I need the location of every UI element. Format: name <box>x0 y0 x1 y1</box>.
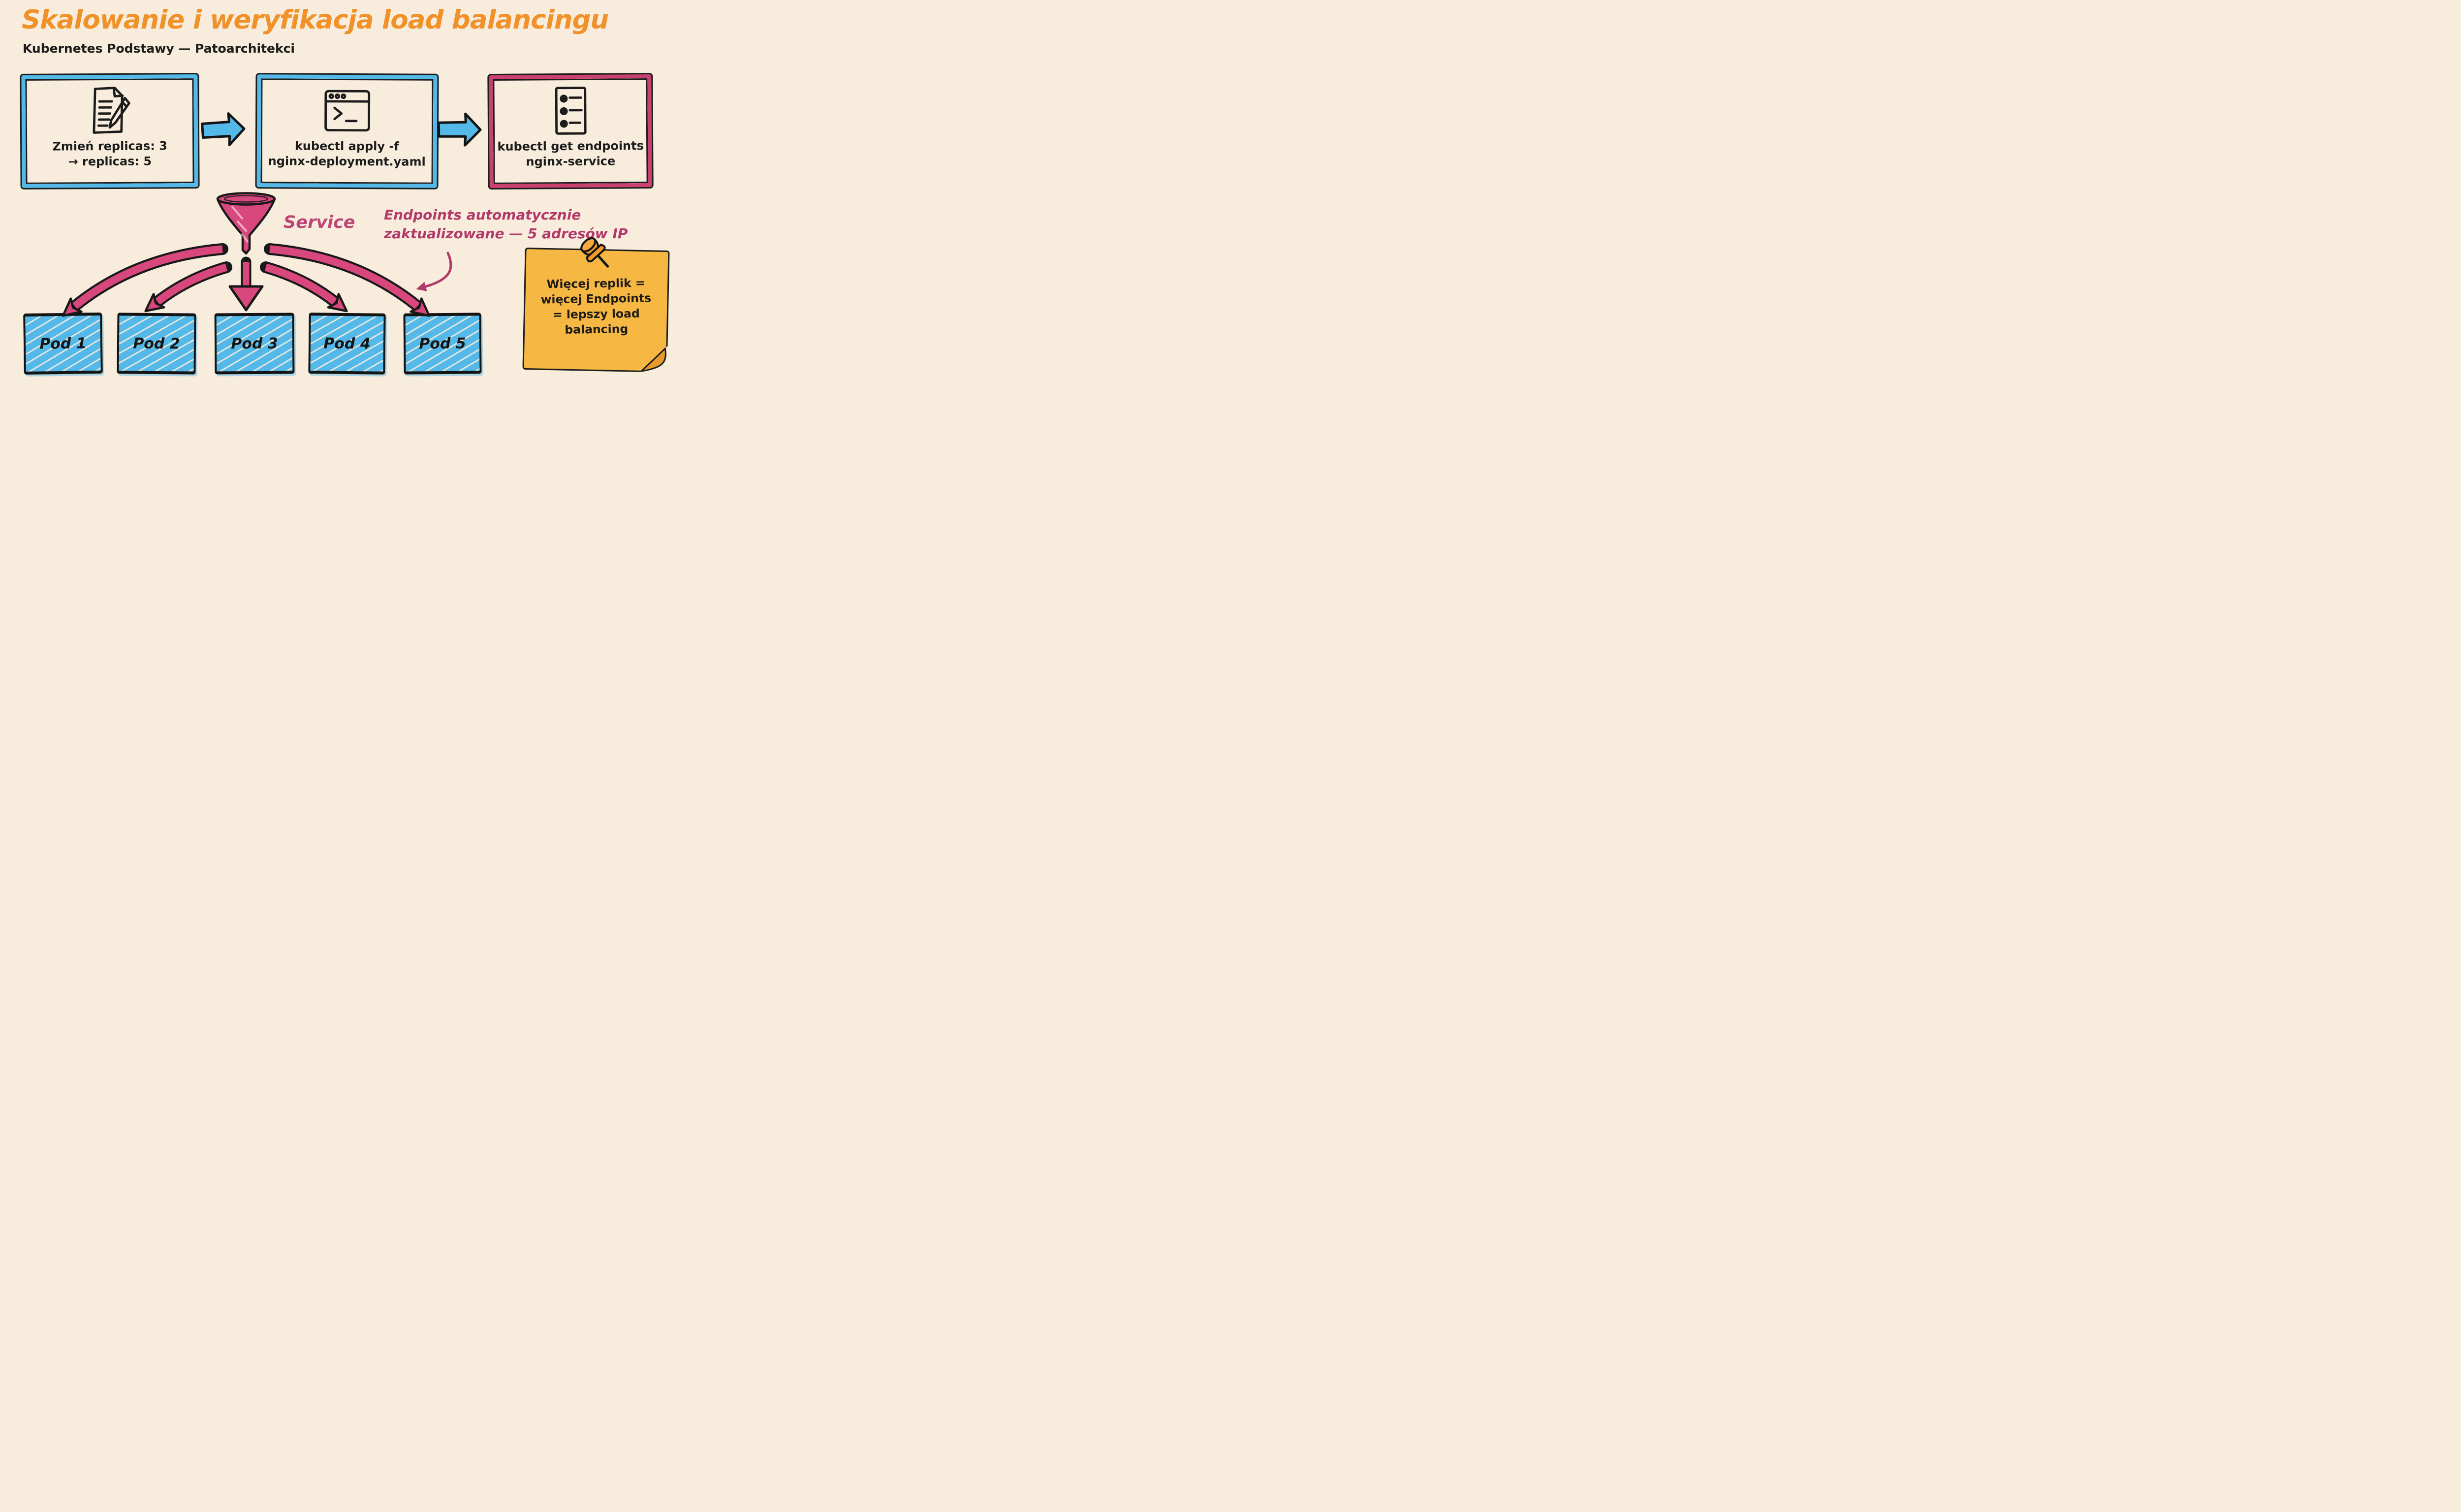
page-title: Skalowanie i weryfikacja load balancingu <box>22 5 609 35</box>
step-text: Zmień replicas: 3 → replicas: 5 <box>52 138 167 169</box>
step-line-1: kubectl apply -f <box>294 139 399 154</box>
document-pencil-icon <box>93 87 130 134</box>
annotation-line-1: Endpoints automatycznie <box>384 207 581 223</box>
step-line-2: nginx-deployment.yaml <box>268 154 426 169</box>
pod-label: Pod 4 <box>323 335 371 352</box>
pod-label: Pod 2 <box>133 335 180 352</box>
pod-label: Pod 3 <box>231 335 278 352</box>
arrow-to-pod-5 <box>269 245 431 317</box>
arrow-to-pod-1 <box>62 245 223 317</box>
step-line-1: Zmień replicas: 3 <box>52 139 167 154</box>
note-fold <box>640 346 668 374</box>
flow-arrow-icon <box>201 112 246 147</box>
pod-4-box: Pod 4 <box>308 313 386 375</box>
service-label: Service <box>284 213 355 232</box>
step-line-2: nginx-service <box>526 154 616 169</box>
endpoints-annotation: Endpoints automatycznie zaktualizowane —… <box>384 206 628 243</box>
step-line-1: kubectl get endpoints <box>497 139 644 154</box>
note-line-2: więcej Endpoints <box>540 291 652 307</box>
step-line-2: → replicas: 5 <box>68 154 152 169</box>
pod-5-box: Pod 5 <box>403 313 482 375</box>
sticky-note: Więcej replik = więcej Endpoints = lepsz… <box>522 247 670 374</box>
page-subtitle: Kubernetes Podstawy — Patoarchitekci <box>23 41 295 56</box>
step-text: kubectl get endpoints nginx-service <box>497 138 644 170</box>
pushpin-icon <box>580 237 609 268</box>
note-line-3: = lepszy load <box>552 306 640 322</box>
annotation-arrow <box>416 252 452 291</box>
pod-3-box: Pod 3 <box>214 313 295 375</box>
terminal-icon <box>324 90 371 132</box>
step-get-endpoints: kubectl get endpoints nginx-service <box>489 74 652 189</box>
infographic-canvas: Skalowanie i weryfikacja load balancingu… <box>0 0 677 378</box>
endpoints-list-icon <box>555 87 587 135</box>
pod-1-box: Pod 1 <box>23 312 103 375</box>
pod-2-box: Pod 2 <box>117 313 196 375</box>
step-edit-replicas: Zmień replicas: 3 → replicas: 5 <box>21 74 198 188</box>
service-funnel-icon <box>216 192 276 255</box>
arrow-to-pod-3-head <box>228 285 264 312</box>
step-kubectl-apply: kubectl apply -f nginx-deployment.yaml <box>256 74 438 188</box>
sticky-note-text: Więcej replik = więcej Endpoints = lepsz… <box>525 275 667 338</box>
step-text: kubectl apply -f nginx-deployment.yaml <box>268 138 426 169</box>
arrow-to-pod-2 <box>144 263 228 313</box>
note-line-4: balancing <box>565 322 629 337</box>
arrow-outlines <box>69 243 423 312</box>
arrow-to-pod-strokes <box>62 245 431 317</box>
pod-label: Pod 5 <box>419 335 466 352</box>
pod-label: Pod 1 <box>39 334 87 353</box>
arrow-to-pod-4 <box>264 263 348 313</box>
flow-arrow-icon <box>437 112 482 147</box>
